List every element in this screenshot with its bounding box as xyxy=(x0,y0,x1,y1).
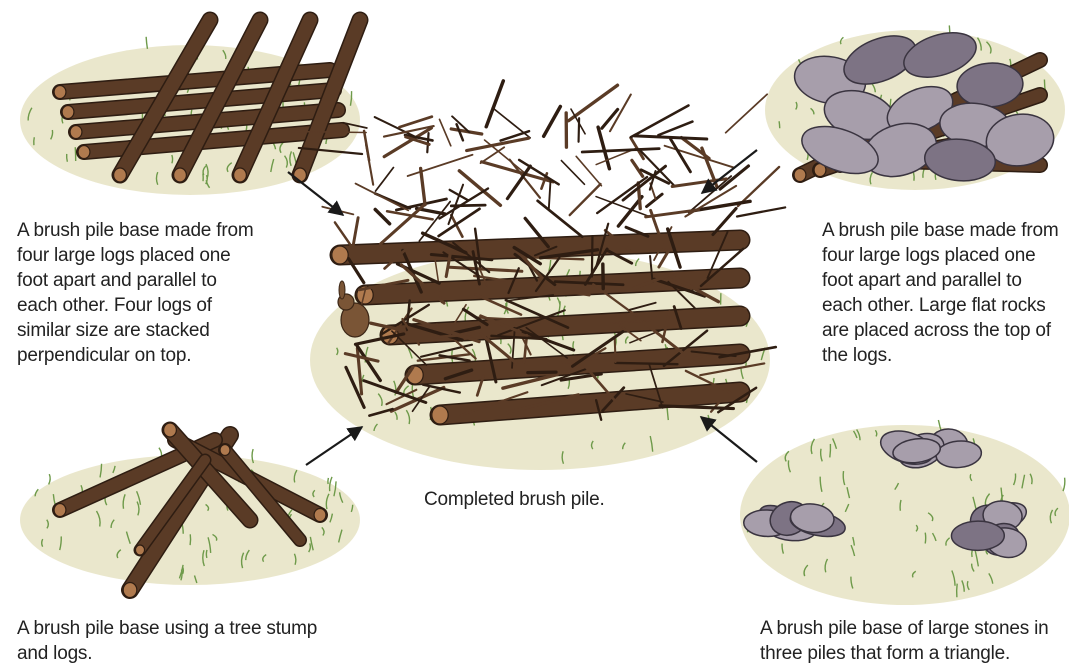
log-end xyxy=(70,126,82,139)
brush-twig xyxy=(399,117,431,127)
log-end xyxy=(432,406,448,424)
grass-blade xyxy=(146,37,147,49)
log-end xyxy=(78,146,90,159)
logs-with-flat-rocks-illustration xyxy=(765,25,1065,190)
brush-twig xyxy=(640,150,674,186)
grass-blade xyxy=(172,155,173,163)
stump-and-logs-illustration xyxy=(20,423,360,598)
log-end xyxy=(794,169,806,182)
stump-and-logs-caption: A brush pile base using a tree stump and… xyxy=(17,616,357,666)
brush-twig xyxy=(561,161,584,185)
brush-twig xyxy=(726,94,767,132)
log-end xyxy=(135,545,144,555)
brush-twig xyxy=(569,85,618,120)
grass-blade xyxy=(252,449,253,463)
grass-blade xyxy=(67,154,68,162)
brush-twig xyxy=(720,166,748,189)
log-end xyxy=(294,168,307,182)
log-end xyxy=(123,583,137,598)
brush-twig xyxy=(549,181,551,209)
arrow-icon xyxy=(306,427,362,465)
grass-blade xyxy=(34,137,35,145)
completed-brush-pile-illustration xyxy=(291,81,785,470)
grass-blade xyxy=(328,478,329,484)
brush-twig xyxy=(291,131,366,132)
grass-blade xyxy=(206,550,207,558)
brush-twig xyxy=(582,149,659,152)
brush-twig xyxy=(439,189,488,219)
grass-blade xyxy=(779,121,780,128)
log-end xyxy=(54,86,66,99)
grass-blade xyxy=(190,534,191,545)
logs-and-rocks-caption: A brush pile base made from four large l… xyxy=(822,218,1069,368)
grass-blade xyxy=(913,172,914,181)
log-crib-caption: A brush pile base made from four large l… xyxy=(17,218,287,368)
completed-pile-caption: Completed brush pile. xyxy=(424,487,644,512)
log-end xyxy=(234,168,247,182)
grass-blade xyxy=(1063,478,1065,491)
brush-twig xyxy=(602,109,618,128)
brush-twig xyxy=(482,162,554,182)
log-crib-base-illustration xyxy=(20,20,360,195)
stone-piles-caption: A brush pile base of large stones in thr… xyxy=(760,616,1069,666)
brush-twig xyxy=(615,337,616,362)
brush-twig xyxy=(421,168,425,204)
brush-twig xyxy=(658,122,692,136)
grass-blade xyxy=(49,474,51,484)
brush-twig xyxy=(510,160,540,198)
brush-twig xyxy=(579,118,580,142)
brush-twig xyxy=(635,136,707,139)
log-end xyxy=(314,509,326,522)
brush-twig xyxy=(356,184,409,211)
brush-twig xyxy=(486,81,503,127)
brush-twig xyxy=(364,131,369,160)
log-end xyxy=(220,445,230,456)
log-end xyxy=(54,504,66,517)
brush-twig xyxy=(481,147,505,163)
arrow-icon xyxy=(288,172,343,215)
brush-twig xyxy=(738,167,779,206)
brush-twig xyxy=(576,156,601,185)
log-end xyxy=(174,168,187,182)
log-end xyxy=(332,246,348,264)
brush-twig xyxy=(375,168,393,192)
brush-twig xyxy=(632,160,643,176)
brush-twig xyxy=(544,106,561,136)
brush-twig xyxy=(570,184,601,215)
brush-twig xyxy=(737,207,785,216)
stone-piles-illustration xyxy=(740,420,1069,605)
log-end xyxy=(62,106,74,119)
brush-twig xyxy=(467,138,529,150)
brush-twig xyxy=(419,202,450,241)
rabbit-ear xyxy=(339,281,345,299)
log-end xyxy=(114,168,127,182)
brush-twig xyxy=(492,108,530,138)
brush-twig xyxy=(538,201,583,237)
grass-blade xyxy=(830,444,831,457)
brush-twig xyxy=(631,105,689,137)
brush-twig xyxy=(439,119,450,145)
arrow-icon xyxy=(701,417,757,462)
grass-blade xyxy=(957,584,958,598)
rock xyxy=(951,521,1004,551)
log-end xyxy=(164,423,177,437)
